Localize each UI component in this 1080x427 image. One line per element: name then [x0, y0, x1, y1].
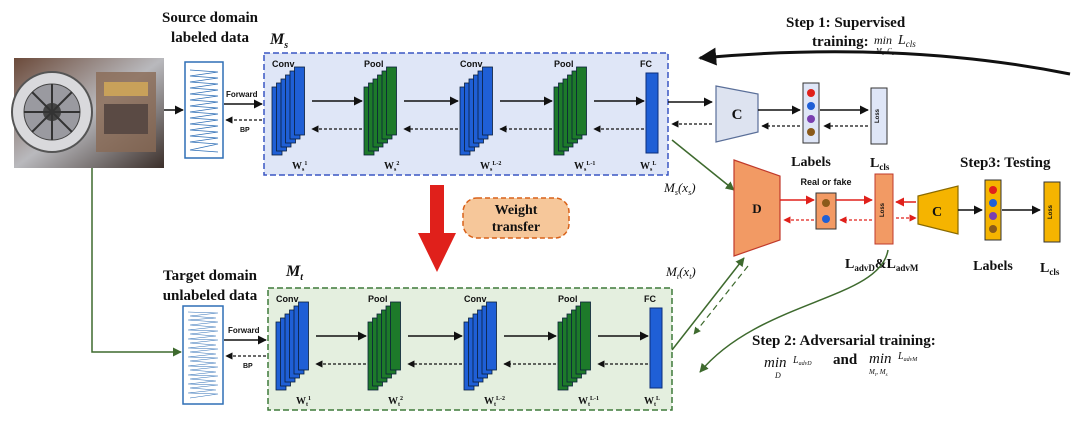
source-signal-box: [184, 61, 224, 159]
layer-label: FC: [644, 294, 656, 304]
target-loss-box: [1043, 181, 1061, 243]
ms-xs-label: Ms(xs): [663, 180, 696, 197]
target-classifier: [917, 185, 959, 235]
source-title-line2: labeled data: [171, 30, 249, 46]
step1-line2: training:: [812, 34, 869, 50]
source-bp-label: BP: [240, 127, 250, 134]
source-lcls-label: Lcls: [870, 156, 890, 172]
target-bp-label: BP: [243, 363, 253, 370]
target-to-discriminator-arrow: [671, 257, 745, 351]
layer-label: Conv: [276, 294, 299, 304]
layer-label: Pool: [368, 294, 388, 304]
source-model-label: Ms: [269, 31, 288, 51]
source-classifier-letter: C: [732, 107, 743, 123]
weight-transfer-arrow: [418, 185, 456, 272]
svg-text:LadvD: LadvD: [792, 355, 812, 367]
target-labels-text: Labels: [973, 259, 1013, 274]
discriminator-letter: D: [752, 201, 761, 216]
step2-objective-d: min D LadvD: [764, 355, 812, 380]
weight-transfer-box: [462, 197, 570, 239]
svg-text:D: D: [774, 371, 781, 380]
source-labels-vector: [802, 82, 820, 144]
weight-label: WtL: [644, 396, 660, 408]
target-model-label: Mt: [285, 263, 304, 283]
weight-label: WsL-1: [574, 161, 595, 173]
source-loss-text: Loss: [875, 108, 881, 123]
engine-to-target-arrow: [91, 168, 182, 357]
target-forward-label: Forward: [228, 326, 260, 335]
step1-line1: Step 1: Supervised: [786, 15, 906, 31]
layer-label: Pool: [554, 59, 574, 69]
mt-xt-label: Mt(xt): [665, 264, 696, 281]
real-or-fake-label: Real or fake: [800, 177, 851, 187]
weight-label: Wt1: [296, 396, 311, 408]
ladv-label: LadvD&LadvM: [845, 257, 919, 273]
adv-loss-box: [874, 173, 894, 245]
svg-text:min: min: [869, 351, 892, 367]
target-title-line1: Target domain: [163, 268, 258, 284]
target-classifier-letter: C: [932, 205, 942, 220]
target-title-line2: unlabeled data: [163, 288, 258, 304]
layer-label: Conv: [464, 294, 487, 304]
discriminator: [733, 159, 781, 257]
weight-label: Ws2: [384, 161, 399, 173]
layer-target-4: FC WtL: [644, 294, 663, 408]
source-loss-box: [870, 87, 888, 145]
layer-label: Pool: [364, 59, 384, 69]
target-labels-vector: [984, 179, 1002, 241]
layer-source-4: FC WsL: [640, 59, 659, 173]
svg-text:LadvM: LadvM: [897, 351, 918, 363]
source-forward-label: Forward: [226, 90, 258, 99]
discriminator-to-target-bp-arrow: [693, 265, 749, 335]
svg-text:min: min: [764, 355, 787, 371]
weight-label: Wt2: [388, 396, 403, 408]
source-title-line1: Source domain: [162, 10, 259, 26]
layer-label: Pool: [558, 294, 578, 304]
target-signal-box: [182, 305, 224, 405]
weight-transfer-line1: Weight: [495, 203, 538, 218]
step1-curved-arrow: [698, 47, 1071, 76]
step3-title: Step3: Testing: [960, 155, 1051, 171]
realfake-vector: [815, 192, 837, 230]
svg-text:min: min: [874, 33, 892, 47]
weight-label: Ws1: [292, 161, 307, 173]
weight-label: WsL: [640, 161, 656, 173]
step2-and: and: [833, 352, 858, 368]
engine-image: [11, 58, 164, 168]
step2-curved-arrow: [699, 249, 889, 373]
svg-text:Lcls: Lcls: [897, 33, 916, 49]
step2-objective-m: min Mt, Ms LadvM: [868, 351, 918, 378]
source-to-discriminator-arrow: [671, 139, 735, 191]
weight-label: WtL-1: [578, 396, 599, 408]
layer-label: Conv: [272, 59, 295, 69]
source-classifier: [715, 85, 759, 143]
source-labels-text: Labels: [791, 155, 831, 170]
weight-label: WsL-2: [480, 161, 501, 173]
target-loss-text: Loss: [1048, 204, 1054, 219]
target-lcls-label: Lcls: [1040, 261, 1060, 277]
weight-transfer-line2: transfer: [492, 220, 540, 235]
svg-text:Mt, Ms: Mt, Ms: [868, 368, 888, 378]
layer-label: FC: [640, 59, 652, 69]
adv-loss-text: Loss: [880, 202, 886, 217]
layer-label: Conv: [460, 59, 483, 69]
weight-label: WtL-2: [484, 396, 505, 408]
step2-line1: Step 2: Adversarial training:: [752, 333, 936, 349]
